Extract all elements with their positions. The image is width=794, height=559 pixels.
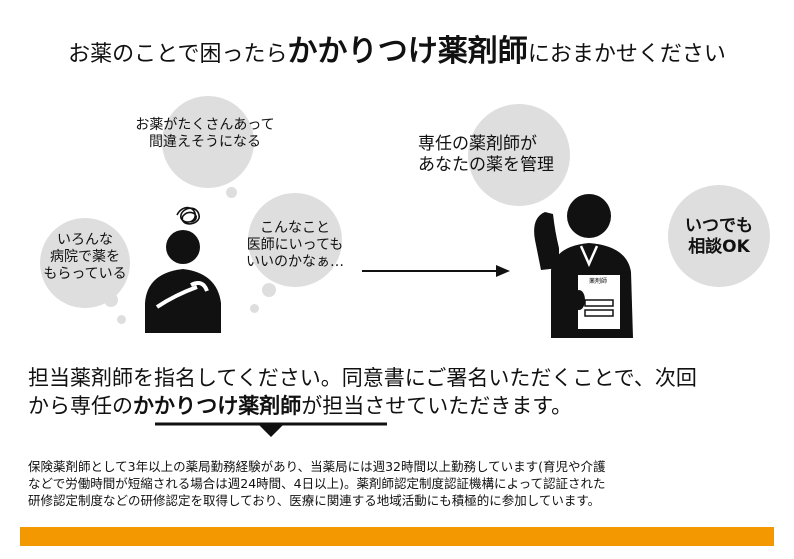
pharmacist-figure [534, 194, 633, 338]
requirements-text: 保険薬剤師として3年以上の薬局勤務経験があり、当薬局には週32時間以上勤務してい… [28, 459, 606, 508]
thought-dot [221, 160, 239, 178]
title-emphasis: かかりつけ薬剤師 [287, 34, 528, 69]
accent-bar [20, 527, 774, 546]
arrow-right-icon [362, 265, 510, 277]
title-suffix: におまかせください [527, 42, 726, 67]
pharmacist-badge: 薬剤師 [588, 278, 607, 285]
thought-dot [104, 293, 118, 307]
pointer-underline [155, 422, 387, 437]
thought-dot [262, 283, 276, 297]
bubble-text-doctor: こんなこと 医師にいっても いいのかなぁ… [246, 220, 344, 270]
info-bubble-pharmacist [468, 104, 570, 206]
page-title: お薬のことで困ったらかかりつけ薬剤師におまかせください [0, 30, 794, 77]
info-bubble-consult [668, 185, 770, 287]
worried-person-figure [145, 206, 221, 333]
main-line-1: 担当薬剤師を指名してください。同意書にご署名いただくことで、次回 [28, 366, 697, 390]
main-emphasis: かかりつけ薬剤師 [133, 394, 302, 418]
confusion-scribble-icon [176, 206, 200, 225]
bubble-text-hospitals: いろんな 病院で薬を もらっている [43, 232, 127, 282]
thought-bubble-right [248, 193, 342, 287]
main-line-2: から専任のかかりつけ薬剤師が担当させていただきます。 [28, 394, 573, 418]
title-prefix: お薬のことで困ったら [68, 42, 288, 67]
thought-dot [226, 187, 237, 198]
thought-bubble-top [162, 96, 254, 188]
bubble-text-consult: いつでも 相談OK [685, 216, 753, 257]
thought-dot [117, 315, 126, 324]
thought-bubble-left [40, 218, 130, 308]
main-instruction: 担当薬剤師を指名してください。同意書にご署名いただくことで、次回 から専任のかか… [28, 364, 697, 420]
bubble-text-many-medicines: お薬がたくさんあって 間違えそうになる [135, 117, 275, 150]
bubble-text-pharmacist: 専任の薬剤師が あなたの薬を管理 [418, 134, 554, 175]
thought-dot [250, 304, 259, 313]
